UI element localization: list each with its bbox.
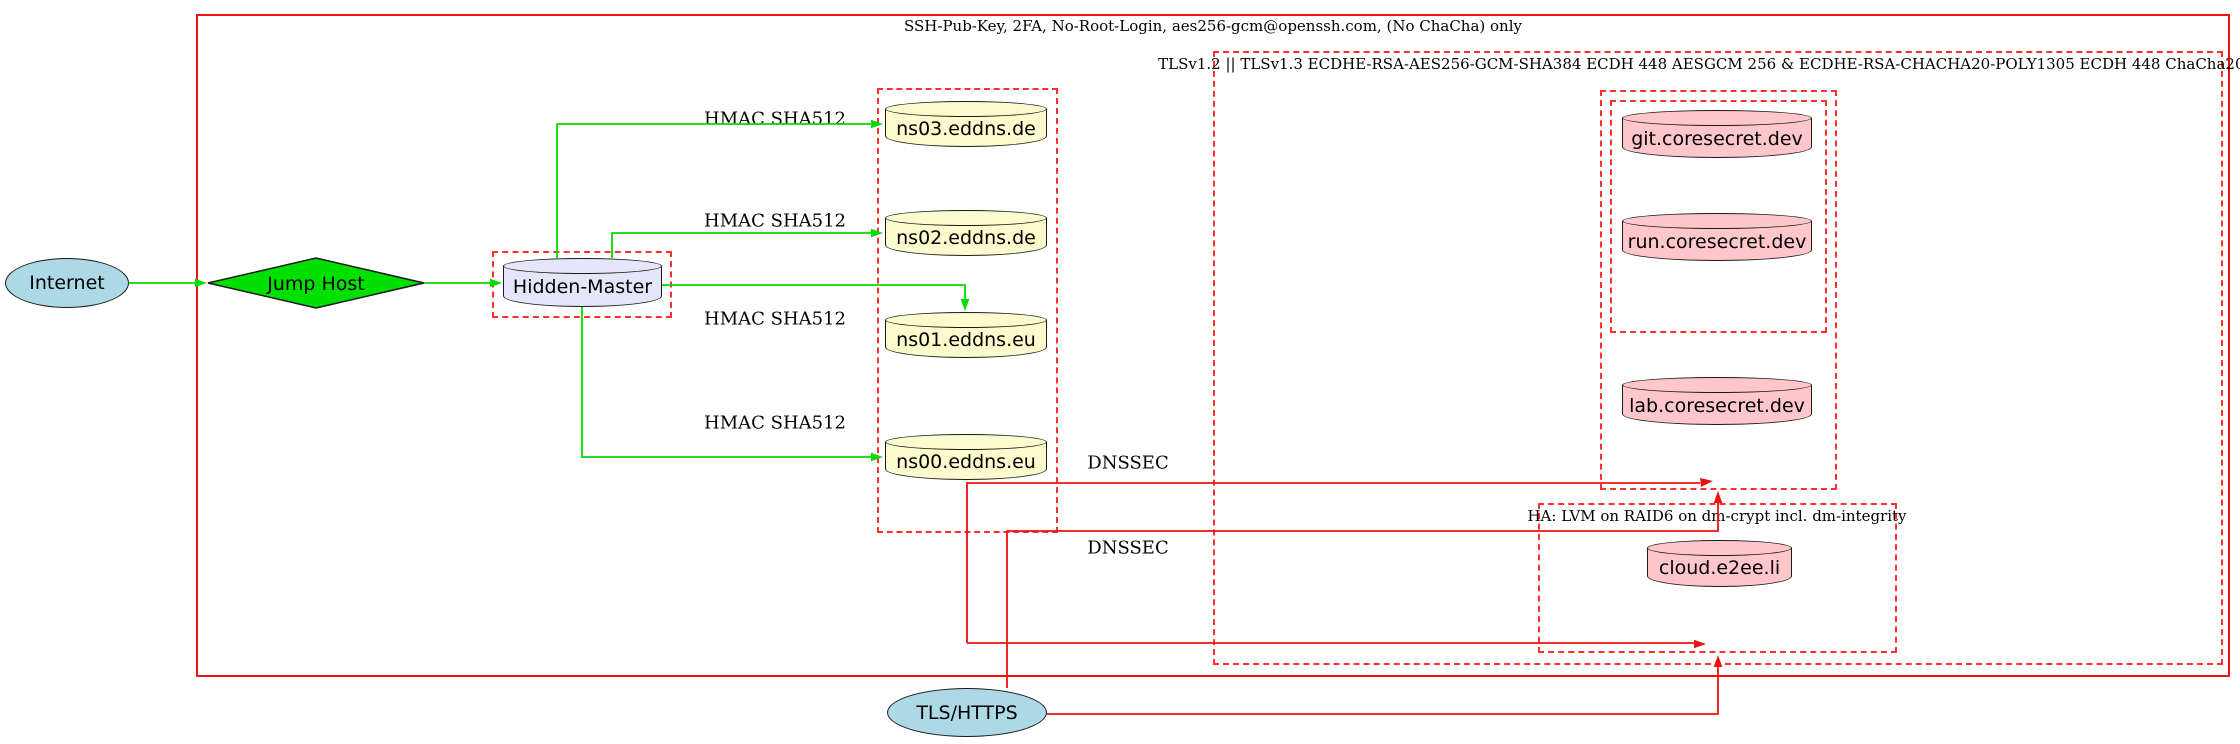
edge-hiddenmaster-ns00 <box>581 307 871 458</box>
edge-dnssec-lower <box>1006 501 1719 688</box>
node-ns03-label: ns03.eddns.de <box>896 117 1036 140</box>
node-git: git.coresecret.dev <box>1622 110 1812 158</box>
node-tls-https-label: TLS/HTTPS <box>916 701 1018 724</box>
node-ns03: ns03.eddns.de <box>885 101 1047 147</box>
node-hidden-master: Hidden-Master <box>503 258 662 307</box>
arrowhead <box>871 228 883 238</box>
arrowhead <box>1713 491 1723 503</box>
arrowhead <box>1694 639 1706 649</box>
node-internet-label: Internet <box>29 272 105 294</box>
arrowhead <box>871 452 883 462</box>
node-lab: lab.coresecret.dev <box>1622 377 1812 425</box>
edge-hiddenmaster-ns02 <box>611 232 871 258</box>
edge-label-dnssec-lower: DNSSEC <box>1087 537 1169 559</box>
node-jump-host-label: Jump Host <box>267 273 365 295</box>
cluster-tls-policy-label: TLSv1.2 || TLSv1.3 ECDHE-RSA-AES256-GCM-… <box>1158 54 2240 73</box>
arrowhead <box>195 278 207 288</box>
node-internet: Internet <box>5 258 129 308</box>
arrowhead <box>1700 478 1713 487</box>
edge-label-hmac-ns02: HMAC SHA512 <box>703 210 847 232</box>
node-run: run.coresecret.dev <box>1622 213 1812 261</box>
node-ns01: ns01.eddns.eu <box>885 312 1047 358</box>
node-cloud: cloud.e2ee.li <box>1647 540 1792 587</box>
cluster-ssh-policy-label: SSH-Pub-Key, 2FA, No-Root-Login, aes256-… <box>904 16 1522 35</box>
node-ns00-label: ns00.eddns.eu <box>896 450 1036 473</box>
cluster-coresecret-inner-box <box>1610 100 1827 333</box>
node-hidden-master-label: Hidden-Master <box>512 276 653 298</box>
edge-dnssec-upper <box>966 482 1700 643</box>
node-lab-label: lab.coresecret.dev <box>1629 394 1805 417</box>
edge-label-hmac-ns01: HMAC SHA512 <box>703 308 847 330</box>
arrowhead <box>1713 655 1723 667</box>
cluster-ssh-policy-box <box>196 14 2230 677</box>
node-ns02: ns02.eddns.de <box>885 210 1047 256</box>
edge-hiddenmaster-ns01 <box>662 284 966 299</box>
cluster-ha-storage-label: HA: LVM on RAID6 on dm-crypt incl. dm-in… <box>1527 506 1907 525</box>
arrowhead <box>871 119 883 129</box>
edge-tlshttps-cloud <box>1047 665 1719 715</box>
cluster-coresecret-outer-box <box>1600 90 1837 490</box>
arrowhead <box>960 299 970 311</box>
edge-label-hmac-ns00: HMAC SHA512 <box>703 412 847 434</box>
node-ns01-label: ns01.eddns.eu <box>896 328 1036 351</box>
node-tls-https: TLS/HTTPS <box>887 688 1047 737</box>
node-ns02-label: ns02.eddns.de <box>896 226 1036 249</box>
arrowhead <box>490 278 502 288</box>
node-git-label: git.coresecret.dev <box>1631 127 1803 150</box>
node-cloud-label: cloud.e2ee.li <box>1658 557 1781 579</box>
edge-hiddenmaster-ns03 <box>556 123 871 258</box>
node-run-label: run.coresecret.dev <box>1627 230 1807 253</box>
node-ns00: ns00.eddns.eu <box>885 434 1047 480</box>
edge-label-dnssec-upper: DNSSEC <box>1087 452 1169 474</box>
